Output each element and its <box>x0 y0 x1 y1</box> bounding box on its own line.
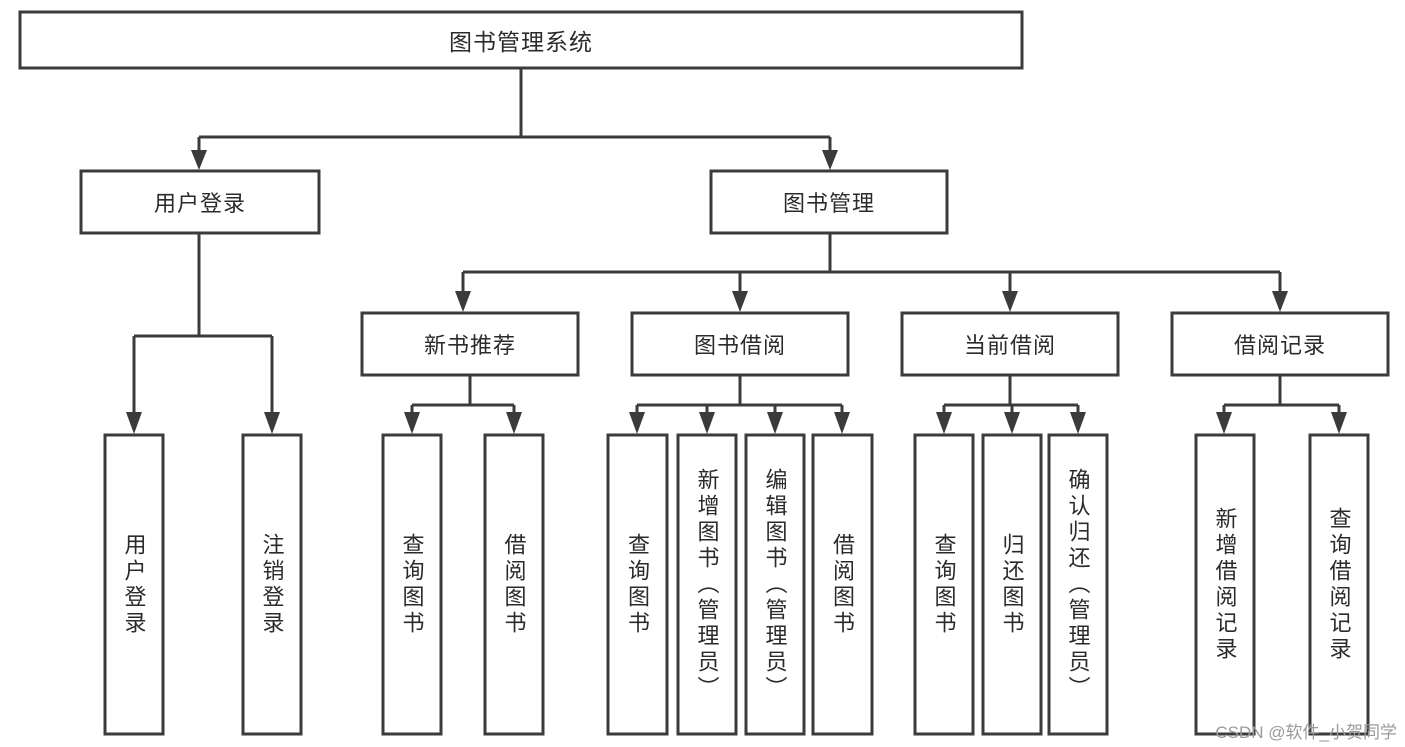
arrow-head-newbook-l2 <box>506 412 522 434</box>
node-box-login[interactable] <box>79 169 321 235</box>
arrow-head-login-leaf2 <box>264 412 280 434</box>
node-box-leaf-borrow-1[interactable] <box>606 433 669 736</box>
node-box-leaf-records-2[interactable] <box>1308 433 1370 736</box>
arrow-head-current-l3 <box>1070 412 1086 434</box>
connector-layer <box>126 68 1347 434</box>
node-box-leaf-borrow-4[interactable] <box>811 433 874 736</box>
arrow-head-newbook <box>455 291 471 312</box>
node-box-leaf-newbook-1[interactable] <box>381 433 443 736</box>
node-box-leaf-current-1[interactable] <box>913 433 975 736</box>
arrow-head-bookmgmt <box>822 150 838 170</box>
watermark-text: CSDN @软件_小贺同学 <box>1215 723 1397 742</box>
arrow-head-login <box>191 150 207 170</box>
node-box-leaf-login-1[interactable] <box>103 433 165 736</box>
node-box-leaf-records-1[interactable] <box>1194 433 1256 736</box>
node-box-current[interactable] <box>900 311 1120 377</box>
arrow-head-borrow-l3 <box>767 412 783 434</box>
arrow-head-newbook-l1 <box>404 412 420 434</box>
arrow-head-current-l1 <box>936 412 952 434</box>
node-box-bookmgmt[interactable] <box>709 169 949 235</box>
node-box-leaf-borrow-2[interactable] <box>676 433 738 736</box>
node-box-leaf-current-2[interactable] <box>981 433 1043 736</box>
node-box-leaf-current-3[interactable] <box>1047 433 1109 736</box>
arrow-head-records <box>1272 291 1288 312</box>
arrow-head-login-leaf1 <box>126 412 142 434</box>
node-box-leaf-login-2[interactable] <box>241 433 303 736</box>
arrow-head-current-l2 <box>1004 412 1020 434</box>
arrow-head-borrow-l4 <box>834 412 850 434</box>
arrow-head-records-l2 <box>1331 412 1347 434</box>
arrow-head-borrow <box>732 291 748 312</box>
node-box-leaf-newbook-2[interactable] <box>483 433 545 736</box>
arrow-head-borrow-l2 <box>699 412 715 434</box>
node-box-leaf-borrow-3[interactable] <box>744 433 806 736</box>
node-box-root[interactable] <box>18 10 1024 70</box>
node-box-newbook[interactable] <box>360 311 580 377</box>
arrow-head-records-l1 <box>1216 412 1232 434</box>
arrow-head-borrow-l1 <box>629 412 645 434</box>
node-box-records[interactable] <box>1170 311 1390 377</box>
node-box-layer <box>18 10 1390 736</box>
arrow-head-current <box>1002 291 1018 312</box>
node-box-borrow[interactable] <box>630 311 850 377</box>
